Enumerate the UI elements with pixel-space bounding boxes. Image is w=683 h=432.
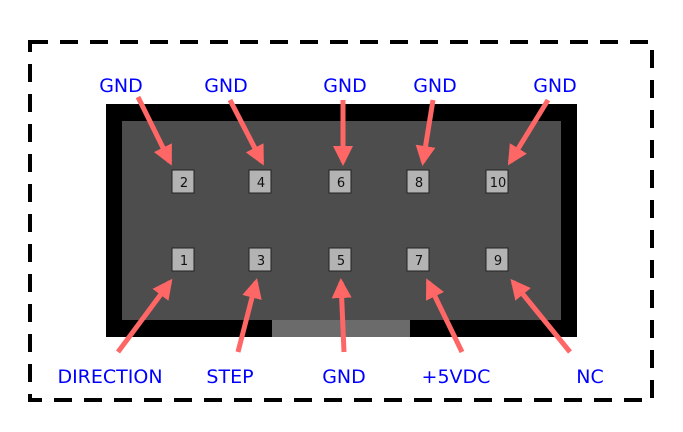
- pin-7: [406, 247, 430, 272]
- pin-number: 5: [337, 254, 345, 269]
- arrow-pin-4: [227, 98, 265, 166]
- pin-number: 4: [257, 176, 265, 191]
- pin-number: 3: [257, 254, 265, 269]
- pin-label-7: +5VDC: [422, 366, 491, 388]
- pin-number: 10: [490, 176, 507, 191]
- pin-label-8: GND: [413, 75, 457, 97]
- arrow-pin-7: [425, 278, 465, 354]
- pin-1: [171, 247, 195, 272]
- arrow-pin-8: [415, 99, 436, 166]
- dashed-boundary: [28, 40, 654, 402]
- arrow-pin-3: [235, 278, 262, 353]
- pin-8: [406, 169, 430, 194]
- arrow-pin-9: [510, 278, 572, 354]
- pin-6: [328, 169, 352, 194]
- pin-9: [485, 247, 509, 272]
- pin-label-10: GND: [533, 75, 577, 97]
- pin-number: 7: [415, 254, 423, 269]
- arrow-pin-10: [507, 98, 551, 166]
- arrow-pin-2: [135, 95, 173, 166]
- pin-4: [248, 169, 272, 194]
- pin-label-3: STEP: [206, 366, 253, 388]
- pin-2: [171, 169, 195, 194]
- pin-label-5: GND: [322, 366, 366, 388]
- pin-number: 1: [180, 254, 188, 269]
- arrow-pin-1: [115, 278, 173, 354]
- pin-number: 2: [180, 176, 188, 191]
- pin-number: 6: [337, 176, 345, 191]
- pin-label-6: GND: [323, 75, 367, 97]
- pin-label-4: GND: [204, 75, 248, 97]
- pin-label-2: GND: [99, 75, 143, 97]
- pin-label-9: NC: [576, 366, 603, 388]
- arrow-pin-5: [331, 278, 352, 353]
- pin-number: 8: [415, 176, 423, 191]
- pin-10: [485, 169, 509, 194]
- pin-3: [248, 247, 272, 272]
- pin-label-1: DIRECTION: [57, 366, 162, 388]
- pin-5: [328, 247, 352, 272]
- pin-number: 9: [494, 254, 502, 269]
